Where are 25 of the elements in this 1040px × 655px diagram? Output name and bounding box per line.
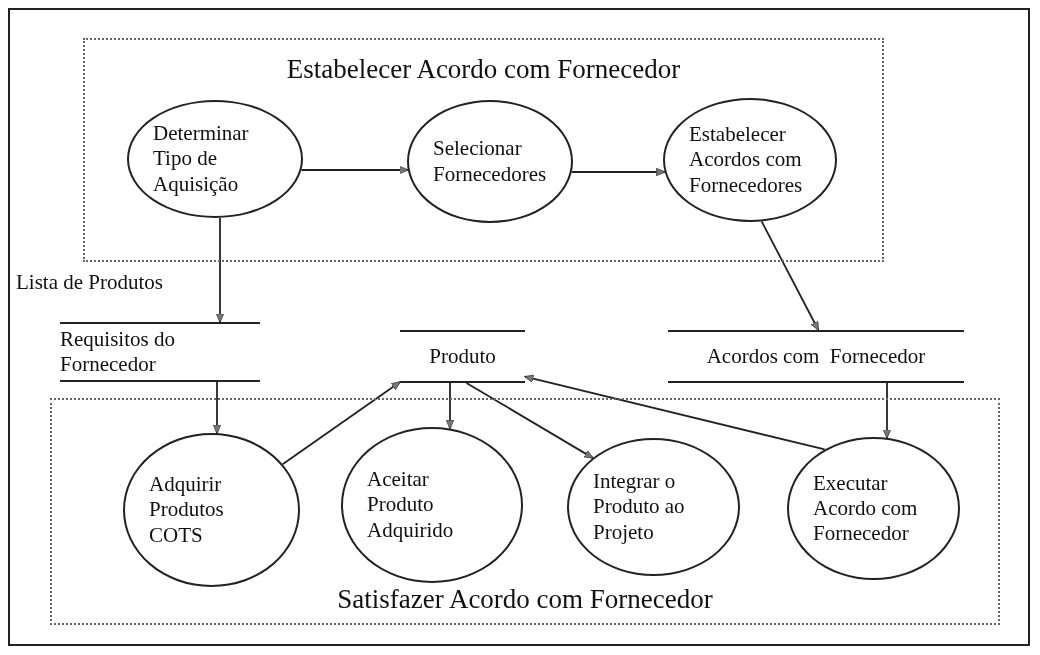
- group-title: Satisfazer Acordo com Fornecedor: [336, 584, 714, 615]
- process-group-box: [50, 398, 1000, 625]
- arrow: [281, 381, 401, 466]
- process-label: Estabelecer Acordos com Fornecedores: [689, 122, 804, 198]
- group-title: Estabelecer Acordo com Fornecedor: [285, 54, 682, 85]
- data-store-label: Requisitos do Fornecedor: [60, 326, 176, 378]
- arrow: [445, 382, 455, 430]
- process-label: Aceitar Produto Adquirido: [367, 467, 455, 543]
- arrow: [882, 382, 892, 439]
- process-label: Executar Acordo com Fornecedor: [813, 470, 919, 547]
- process-label: Selecionar Fornecedores: [433, 136, 547, 187]
- process-label: Adquirir Produtos COTS: [149, 472, 225, 548]
- arrow: [215, 217, 225, 324]
- data-store-label: Acordos com Fornecedor: [706, 343, 926, 370]
- arrow: [760, 220, 820, 331]
- process-label: Determinar Tipo de Aquisição: [153, 121, 250, 197]
- arrow: [300, 165, 409, 175]
- process-group-box: [83, 38, 884, 262]
- arrow: [465, 382, 594, 459]
- data-store: [668, 330, 964, 383]
- data-store-label: Produto: [429, 343, 496, 370]
- arrow: [212, 381, 222, 435]
- data-store: [400, 330, 525, 383]
- data-store: [60, 322, 260, 382]
- process-label: Integrar o Produto ao Projeto: [593, 469, 686, 545]
